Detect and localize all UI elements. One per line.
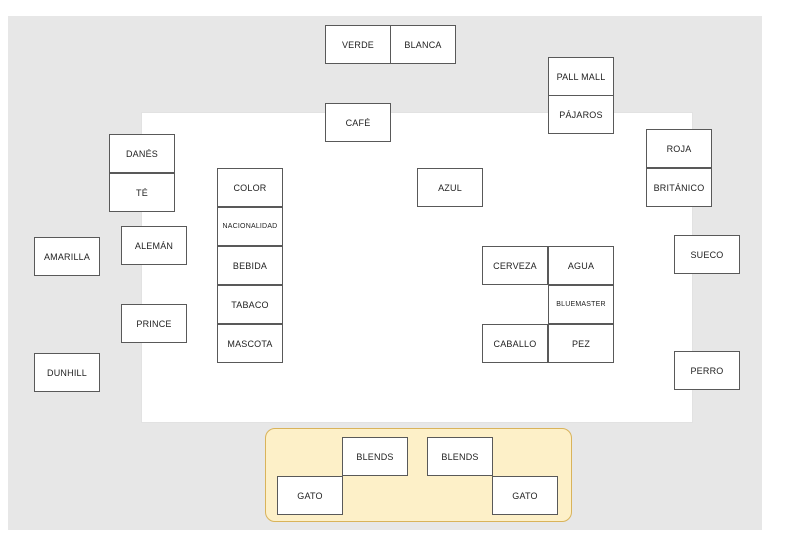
card-caballo[interactable]: CABALLO <box>482 324 548 363</box>
card-te[interactable]: TÉ <box>109 173 175 212</box>
card-cerveza[interactable]: CERVEZA <box>482 246 548 285</box>
card-azul[interactable]: AZUL <box>417 168 483 207</box>
card-pall-mall[interactable]: PALL MALL <box>548 57 614 96</box>
category-nacionalidad: NACIONALIDAD <box>217 207 283 246</box>
tray-card-blends-right[interactable]: BLENDS <box>427 437 493 476</box>
category-tabaco: TABACO <box>217 285 283 324</box>
card-agua[interactable]: AGUA <box>548 246 614 285</box>
category-bebida: BEBIDA <box>217 246 283 285</box>
card-prince[interactable]: PRINCE <box>121 304 187 343</box>
category-color: COLOR <box>217 168 283 207</box>
card-amarilla[interactable]: AMARILLA <box>34 237 100 276</box>
card-cafe[interactable]: CAFÉ <box>325 103 391 142</box>
tray-card-gato-left[interactable]: GATO <box>277 476 343 515</box>
card-perro[interactable]: PERRO <box>674 351 740 390</box>
tray-card-blends-left[interactable]: BLENDS <box>342 437 408 476</box>
card-blanca[interactable]: BLANCA <box>390 25 456 64</box>
card-pajaros[interactable]: PÁJAROS <box>548 95 614 134</box>
card-pez[interactable]: PEZ <box>548 324 614 363</box>
card-aleman[interactable]: ALEMÁN <box>121 226 187 265</box>
card-verde[interactable]: VERDE <box>325 25 391 64</box>
card-sueco[interactable]: SUECO <box>674 235 740 274</box>
card-danes[interactable]: DANÉS <box>109 134 175 173</box>
card-britanico[interactable]: BRITÁNICO <box>646 168 712 207</box>
card-bluemaster[interactable]: BLUEMASTER <box>548 285 614 324</box>
category-mascota: MASCOTA <box>217 324 283 363</box>
card-roja[interactable]: ROJA <box>646 129 712 168</box>
tray-card-gato-right[interactable]: GATO <box>492 476 558 515</box>
card-dunhill[interactable]: DUNHILL <box>34 353 100 392</box>
